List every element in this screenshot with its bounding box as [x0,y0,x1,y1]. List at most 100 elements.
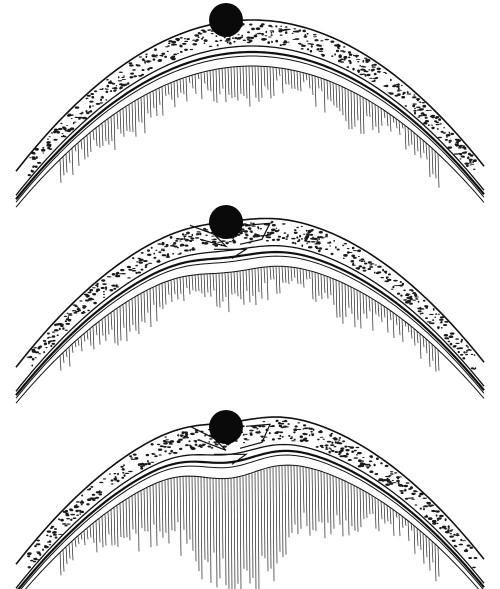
brain-hatch-line [114,114,115,150]
bone-texture-mark [215,444,218,446]
bone-texture-mark [280,44,282,46]
panel-intact-skull [16,3,484,207]
bone-texture-mark [320,445,324,447]
bone-texture-mark [171,44,175,46]
brain-hatch-line [222,273,223,302]
bone-texture-mark [329,245,331,246]
brain-hatch-line [405,125,406,149]
bone-texture-mark [47,147,50,150]
brain-hatch-line [387,308,388,332]
bone-texture-mark [416,299,418,300]
brain-hatch-line [309,271,310,279]
brain-hatch-line [72,148,73,175]
bone-texture-mark [427,321,432,322]
bone-texture-mark [336,50,339,53]
brain-hatch-line [66,154,67,173]
bone-texture-mark [110,80,112,81]
bone-texture-mark [425,317,428,319]
brain-hatch-line [312,75,313,95]
bone-texture-mark [87,489,91,491]
brain-hatch-line [216,478,217,588]
bone-texture-mark [299,235,301,238]
bone-texture-mark [358,72,360,74]
bullet-icon [209,205,243,239]
brain-hatch-line [423,533,424,564]
bone-texture-mark [54,329,59,331]
bone-texture-mark [100,98,102,101]
bone-texture-mark [215,40,218,42]
brain-hatch-line [303,467,304,513]
brain-hatch-line [387,112,388,126]
bone-texture-mark [58,128,62,130]
brain-hatch-line [315,470,316,532]
bone-texture-mark [278,438,282,440]
brain-hatch-line [270,67,271,99]
brain-hatch-line [282,68,283,93]
bone-texture-mark [154,48,157,51]
brain-hatch-line [249,66,250,107]
bone-texture-mark [92,105,94,106]
bone-texture-mark [156,57,158,58]
bone-texture-mark [404,489,406,492]
bone-texture-mark [58,534,62,535]
brain-hatch-line [120,306,121,340]
bone-texture-mark [359,65,361,67]
bone-texture-mark [347,248,350,249]
bone-texture-mark [42,153,44,154]
bone-texture-mark [167,253,169,255]
bone-texture-mark [353,257,357,259]
brain-hatch-line [285,69,286,85]
bone-texture-mark [266,240,269,242]
bone-texture-mark [425,306,428,309]
brain-hatch-line [135,297,136,331]
bone-texture-mark [342,440,345,442]
bone-texture-mark [446,136,448,137]
brain-hatch-line [420,334,421,359]
bone-texture-mark [406,482,410,484]
brain-hatch-line [156,286,157,322]
bone-texture-mark [208,446,212,448]
bone-texture-mark [401,96,405,99]
bone-texture-mark [405,295,409,296]
bone-texture-mark [79,511,84,513]
bone-texture-mark [442,527,446,529]
bone-texture-mark [132,270,136,272]
bone-texture-mark [291,440,296,441]
bone-texture-mark [180,45,183,47]
bone-texture-mark [417,110,422,111]
brain-hatch-line [162,87,163,116]
bone-texture-mark [294,232,298,234]
brain-hatch-line [216,69,217,102]
bone-texture-mark [43,340,47,342]
bone-texture-mark [36,543,41,545]
brain-hatch-line [192,275,193,291]
brain-hatch-line [126,302,127,341]
bone-texture-mark [439,527,441,529]
bone-texture-mark [343,258,345,260]
bone-texture-mark [378,479,383,481]
bone-texture-mark [432,520,437,523]
brain-hatch-line [162,283,163,309]
bone-texture-mark [310,50,312,53]
bone-texture-mark [403,290,406,292]
brain-hatch-line [399,121,400,135]
brain-hatch-line [129,104,130,131]
brain-hatch-line [126,499,127,537]
bone-texture-mark [119,72,123,73]
brain-hatch-line [234,272,235,294]
bone-texture-mark [386,277,388,279]
bone-texture-mark [459,544,464,546]
bone-texture-mark [330,41,334,43]
bone-texture-mark [55,536,58,538]
bone-texture-mark [269,432,271,434]
brain-hatch-line [309,468,310,536]
bone-texture-mark [374,80,376,82]
bone-texture-mark [133,75,137,77]
brain-hatch-line [432,148,433,174]
bone-texture-mark [155,250,157,251]
brain-hatch-line [306,73,307,80]
bone-texture-mark [306,41,308,42]
bone-texture-mark [340,455,344,457]
brain-hatch-line [231,67,232,98]
brain-hatch-line [276,267,277,294]
